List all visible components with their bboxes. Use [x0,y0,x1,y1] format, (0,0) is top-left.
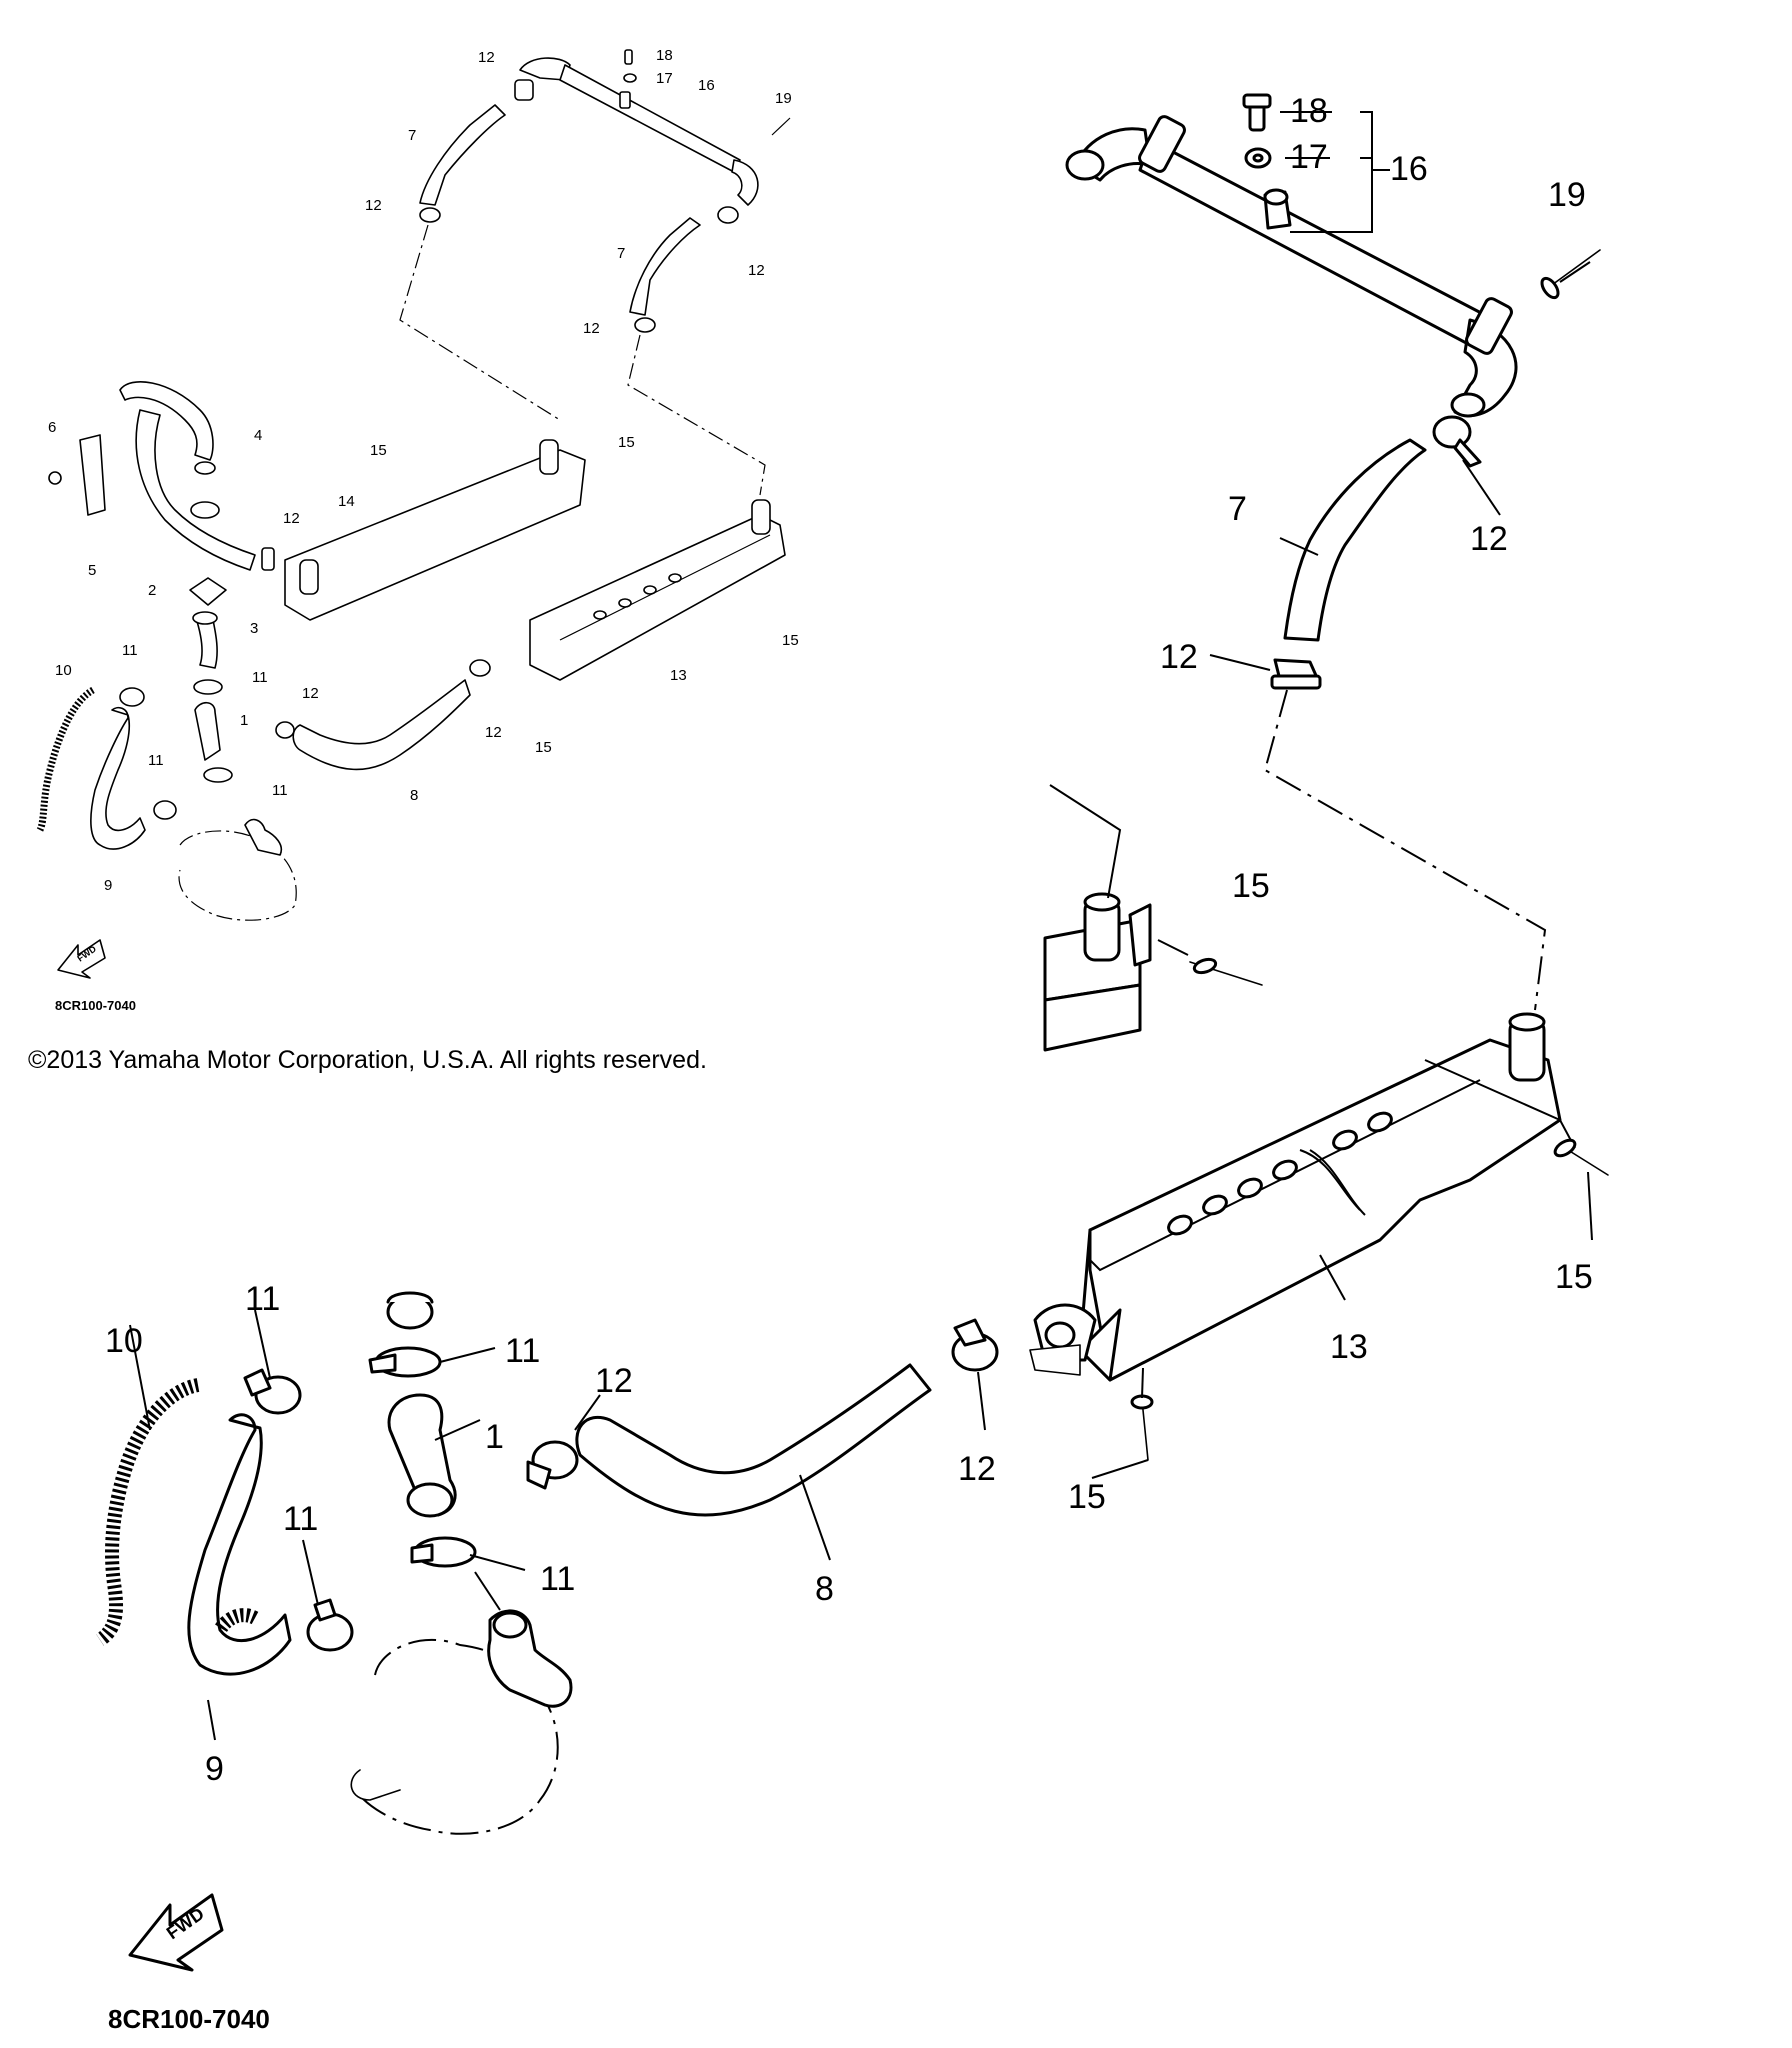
overview-diagram: FWD [36,49,791,979]
bolt-18 [1242,93,1272,132]
rivet-15-right [1553,1138,1609,1176]
callout-11-b: 11 [283,1500,318,1538]
callout-1: 1 [485,1418,504,1456]
callout-11-c: 11 [540,1560,575,1598]
small-callout-17: 17 [656,70,673,87]
small-callout-12-e: 12 [283,510,300,527]
heat-exchanger-13 [1029,1012,1562,1382]
hose-clamp-12-lower [1270,658,1322,690]
zoomed-detail-view: FWD [95,93,1609,1972]
small-callout-11-a: 11 [122,642,138,659]
small-callout-7-b: 7 [617,245,625,262]
small-callout-12-c: 12 [748,262,765,279]
small-callout-6: 6 [48,419,56,436]
callout-10: 10 [105,1322,143,1360]
callout-9: 9 [205,1750,224,1788]
callout-8: 8 [815,1570,834,1608]
diagram-code: 8CR100-7040 [108,2004,270,2034]
hose-clamp-11-b [368,1346,442,1378]
small-callout-12-g: 12 [485,724,502,741]
small-callout-13: 13 [670,667,687,684]
fwd-arrow-small: FWD [57,939,106,979]
small-callout-8: 8 [410,787,418,804]
small-callout-1: 1 [240,712,248,729]
small-callout-18: 18 [656,47,673,64]
hose-clamp-12-at-8 [526,1440,579,1490]
callout-12-b: 12 [1160,638,1198,676]
callout-17: 17 [1290,138,1328,176]
small-callout-15-a: 15 [370,442,387,459]
hose-clamp-11-e [306,1598,354,1652]
hose-clamp-12-at-13 [951,1318,999,1372]
fwd-arrow-large: FWD [128,1893,224,1972]
small-diagram-code: 8CR100-7040 [55,998,136,1013]
hose-clamp-11-c [410,1536,477,1568]
hose-7 [1283,438,1427,642]
small-callout-12-f: 12 [302,685,319,702]
callout-7: 7 [1228,490,1247,528]
hose-clamp-11-d [243,1368,302,1415]
small-callout-15-c: 15 [782,632,799,649]
callout-18: 18 [1290,92,1328,130]
jet-pump-housing [350,1609,573,1835]
small-callout-12-d: 12 [583,320,600,337]
small-callout-19: 19 [775,90,792,107]
small-callout-11-c: 11 [148,752,164,769]
small-callout-11-b: 11 [252,669,268,686]
hose-clamp-11-a [386,1291,434,1330]
callout-12-c: 12 [958,1450,996,1488]
copyright-notice: ©2013 Yamaha Motor Corporation, U.S.A. A… [28,1046,707,1074]
rivet-15-bottom [1130,1394,1154,1461]
callout-15-b: 15 [1555,1258,1593,1296]
small-callout-9: 9 [104,877,112,894]
small-callout-14: 14 [338,493,355,510]
small-callout-7-a: 7 [408,127,416,144]
callout-11-d: 11 [245,1280,280,1318]
small-callout-5: 5 [88,562,96,579]
small-callout-4: 4 [254,427,262,444]
small-callout-12-a: 12 [478,49,495,66]
callout-13: 13 [1330,1328,1368,1366]
small-callout-11-d: 11 [272,782,288,799]
coil-hose-10 [95,1378,200,1646]
small-callout-16: 16 [698,77,715,94]
hose-9 [187,1413,292,1676]
callout-19: 19 [1548,176,1586,214]
water-pipe-assembly [1065,115,1518,418]
small-callout-10: 10 [55,662,72,679]
small-callout-15-d: 15 [535,739,552,756]
hose-8 [575,1363,932,1517]
small-callout-12-b: 12 [365,197,382,214]
large-callouts: 18 17 16 19 7 12 12 15 15 13 12 15 10 11… [105,92,1593,1788]
callout-12-a: 12 [1470,520,1508,558]
washer-17 [1244,147,1272,169]
callout-15-c: 15 [1068,1478,1106,1516]
callout-12-d: 12 [595,1362,633,1400]
callout-11-a: 11 [505,1332,540,1370]
hose-1 [387,1393,457,1518]
callout-16: 16 [1390,150,1428,188]
small-callout-2: 2 [148,582,156,599]
rivet-15-middle [1189,957,1263,986]
hose-clamp-12-upper [1432,415,1482,468]
callout-15-a: 15 [1232,867,1270,905]
small-callout-3: 3 [250,620,258,637]
small-callout-15-b: 15 [618,434,635,451]
rivet-19 [1540,249,1601,300]
small-callouts: 12 18 17 16 19 7 12 7 12 12 6 4 15 15 14… [48,47,799,894]
heat-exchanger-14-fragment [1043,892,1152,1052]
